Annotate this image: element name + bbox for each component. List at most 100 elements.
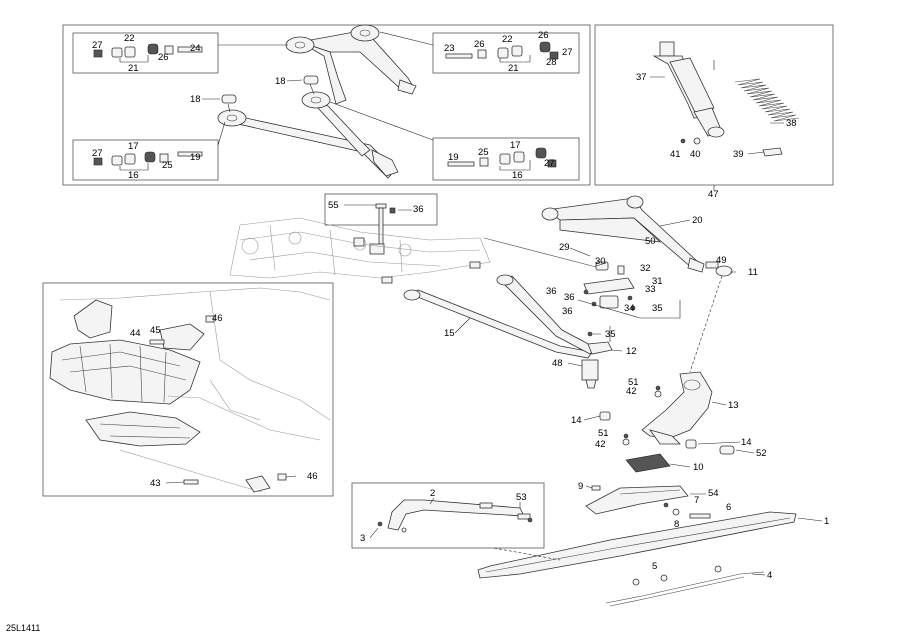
callout-10: 10: [693, 462, 704, 473]
frame-assembly: [49, 287, 331, 493]
callout-32: 32: [640, 263, 651, 274]
ski-1: [477, 485, 797, 579]
bushing-14-left: [599, 411, 611, 421]
callout-28: 28: [546, 57, 557, 68]
callout-24: 24: [190, 43, 201, 54]
callout-26: 26: [538, 30, 549, 41]
hardware-top-right: [445, 41, 559, 63]
hardware-top-left: [93, 43, 203, 63]
handle-detail-frame: [351, 482, 545, 549]
callout-29: 29: [559, 242, 570, 253]
callout-18: 18: [190, 94, 201, 105]
callout-45: 45: [150, 325, 161, 336]
callout-6: 6: [726, 502, 731, 513]
ski-handle: [377, 499, 533, 533]
callout-19: 19: [448, 152, 459, 163]
callout-14: 14: [571, 415, 582, 426]
callout-18: 18: [275, 76, 286, 87]
callout-35: 35: [652, 303, 663, 314]
callout-26: 26: [474, 39, 485, 50]
callout-42: 42: [626, 386, 637, 397]
frame-detail-frame: [42, 282, 334, 497]
callout-1: 1: [824, 516, 829, 527]
sub-box-top-left: [72, 32, 219, 74]
shock-spring: [734, 78, 800, 157]
lower-a-arm: [217, 91, 399, 179]
callout-36: 36: [562, 306, 573, 317]
bushing-52: [719, 445, 735, 455]
hardware-bottom-left: [93, 151, 203, 171]
callout-46: 46: [307, 471, 318, 482]
sub-box-bottom-left: [72, 139, 219, 181]
bushing-14-right: [685, 439, 697, 449]
callout-34: 34: [624, 303, 635, 314]
upper-a-arm: [285, 24, 417, 105]
a-arm-detail-frame: [62, 24, 591, 186]
callout-22: 22: [124, 33, 135, 44]
bushing-18-top: [303, 75, 319, 85]
callout-37: 37: [636, 72, 647, 83]
callout-27: 27: [92, 40, 103, 51]
callout-41: 41: [670, 149, 681, 160]
hardware-bottom-right: [447, 147, 557, 171]
spindle: [581, 326, 613, 389]
callout-3: 3: [360, 533, 365, 544]
callout-14: 14: [741, 437, 752, 448]
callout-21: 21: [128, 63, 139, 74]
callout-15: 15: [444, 328, 455, 339]
callout-39: 39: [733, 149, 744, 160]
ski-leg-13: [641, 371, 713, 445]
callout-7: 7: [694, 495, 699, 506]
tie-rod-end: [705, 261, 733, 277]
callout-51: 51: [628, 377, 639, 388]
chassis-outline: [229, 217, 491, 284]
callout-40: 40: [690, 149, 701, 160]
callout-50: 50: [645, 236, 656, 247]
callout-53: 53: [516, 492, 527, 503]
callout-13: 13: [728, 400, 739, 411]
bolt-55: [369, 203, 396, 255]
callout-30: 30: [595, 256, 606, 267]
diagram-ref-code: 25L1411: [6, 623, 40, 633]
callout-36: 36: [564, 292, 575, 303]
callout-54: 54: [708, 488, 719, 499]
callout-47: 47: [708, 189, 719, 200]
callout-17: 17: [510, 140, 521, 151]
callout-44: 44: [130, 328, 141, 339]
bushing-18-left: [221, 94, 237, 104]
upper-arm-20: [541, 195, 705, 273]
callout-22: 22: [502, 34, 513, 45]
runner-4: [605, 565, 765, 607]
callout-27: 27: [92, 148, 103, 159]
callout-25: 25: [162, 160, 173, 171]
shock-absorber: [652, 41, 725, 138]
callout-4: 4: [767, 570, 772, 581]
sub-box-bottom-right: [432, 137, 580, 181]
shock-detail-frame: [594, 24, 834, 186]
lower-arm-15: [403, 274, 597, 359]
callout-16: 16: [512, 170, 523, 181]
callout-11: 11: [748, 267, 758, 278]
callout-12: 12: [626, 346, 637, 357]
callout-36: 36: [546, 286, 557, 297]
callout-48: 48: [552, 358, 563, 369]
callout-27: 27: [544, 158, 555, 169]
callout-8: 8: [674, 519, 679, 530]
callout-9: 9: [578, 481, 583, 492]
rod-29: [483, 237, 601, 269]
callout-31: 31: [652, 276, 663, 287]
callout-2: 2: [430, 488, 435, 499]
callout-55: 55: [328, 200, 339, 211]
callout-36: 36: [413, 204, 424, 215]
callout-26: 26: [158, 52, 169, 63]
callout-5: 5: [652, 561, 657, 572]
callout-42: 42: [595, 439, 606, 450]
callout-21: 21: [508, 63, 519, 74]
callout-43: 43: [150, 478, 161, 489]
callout-20: 20: [692, 215, 703, 226]
callout-46: 46: [212, 313, 223, 324]
callout-17: 17: [128, 141, 139, 152]
callout-51: 51: [598, 428, 609, 439]
callout-16: 16: [128, 170, 139, 181]
callout-23: 23: [444, 43, 455, 54]
